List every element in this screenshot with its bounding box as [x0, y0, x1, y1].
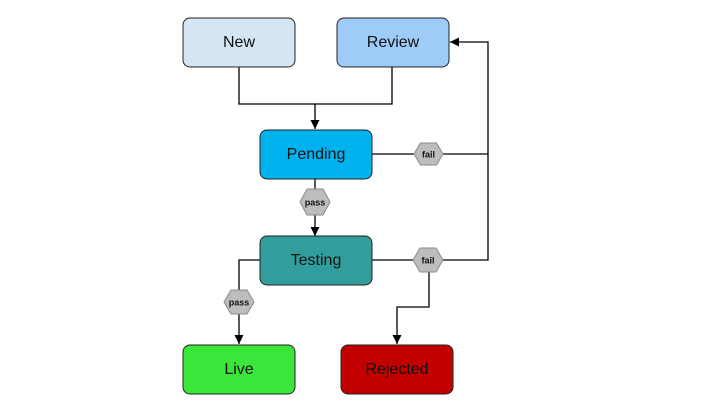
- node-rejected-box: [340, 344, 454, 395]
- condition-testing-pass[interactable]: pass: [223, 289, 255, 315]
- node-new-box: [182, 17, 296, 68]
- condition-testing-pass-label: pass: [229, 298, 250, 308]
- node-live-box: [182, 344, 296, 395]
- condition-testing-pass-hexagon: [223, 289, 255, 315]
- condition-pending-fail-label: fail: [422, 150, 435, 160]
- node-rejected-label: Rejected: [365, 361, 428, 378]
- edges: [234, 37, 489, 344]
- edge-testing-pass-to-live: [234, 259, 261, 344]
- node-new[interactable]: New: [182, 17, 296, 68]
- node-review-label: Review: [367, 34, 420, 51]
- node-testing[interactable]: Testing: [259, 235, 373, 286]
- condition-pending-pass[interactable]: pass: [299, 188, 331, 216]
- condition-pending-pass-label: pass: [305, 198, 326, 208]
- condition-testing-fail[interactable]: fail: [412, 247, 444, 273]
- node-rejected[interactable]: Rejected: [340, 344, 454, 395]
- condition-testing-fail-hexagon: [412, 247, 444, 273]
- condition-pending-fail-hexagon: [413, 142, 444, 166]
- node-pending[interactable]: Pending: [259, 129, 373, 180]
- node-testing-label: Testing: [291, 252, 342, 269]
- node-review-box: [336, 17, 450, 68]
- node-new-label: New: [223, 34, 255, 51]
- edge-new-to-pending: [238, 67, 315, 105]
- node-testing-box: [259, 235, 373, 286]
- node-live-label: Live: [224, 361, 253, 378]
- edge-review-to-pending: [310, 67, 393, 129]
- node-live[interactable]: Live: [182, 344, 296, 395]
- node-pending-label: Pending: [287, 146, 346, 163]
- edge-testing-fail-to-rejected: [392, 270, 430, 344]
- node-review[interactable]: Review: [336, 17, 450, 68]
- condition-testing-fail-label: fail: [421, 256, 434, 266]
- condition-pending-fail[interactable]: fail: [413, 142, 444, 166]
- node-pending-box: [259, 129, 373, 180]
- condition-pending-pass-hexagon: [299, 188, 331, 216]
